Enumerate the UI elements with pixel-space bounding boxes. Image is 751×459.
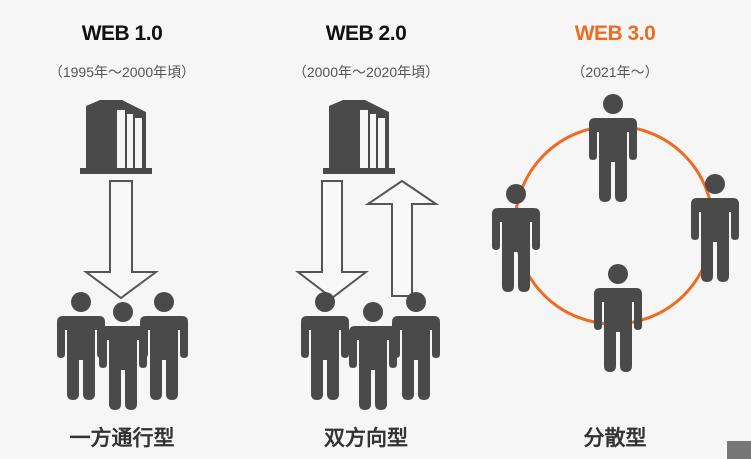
web2-period: （2000年～2020年頃） bbox=[292, 64, 440, 80]
web3-title: WEB 3.0 bbox=[574, 22, 656, 45]
web2-title: WEB 2.0 bbox=[325, 22, 407, 45]
web1-title: WEB 1.0 bbox=[81, 22, 163, 45]
web2-down-arrow-icon bbox=[295, 180, 369, 300]
web3-column: WEB 3.0 （2021年～） 分散型 bbox=[515, 0, 715, 459]
web2-label: 双方向型 bbox=[324, 426, 408, 450]
web1-column: WEB 1.0 （1995年～2000年頃） 一方通行型 bbox=[22, 0, 222, 459]
web3-label: 分散型 bbox=[583, 426, 647, 450]
corner-tab bbox=[727, 441, 751, 459]
web2-up-arrow-icon bbox=[364, 179, 440, 297]
web3-period: （2021年～） bbox=[571, 64, 659, 80]
web2-column: WEB 2.0 （2000年～2020年頃） 双方向型 bbox=[266, 0, 466, 459]
web1-label: 一方通行型 bbox=[69, 426, 175, 450]
web1-down-arrow-icon bbox=[82, 180, 160, 300]
web1-period: （1995年～2000年頃） bbox=[48, 64, 196, 80]
